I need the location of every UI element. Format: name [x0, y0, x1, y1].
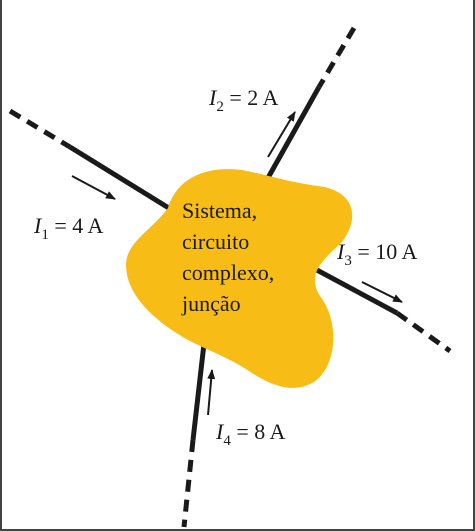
system-label-line-1: Sistema, — [182, 198, 257, 223]
arrow-i1 — [71, 175, 116, 200]
wire-1-solid — [68, 144, 174, 213]
wire-3-solid — [300, 259, 399, 316]
wire-2-dashed — [316, 26, 357, 89]
arrow-i4 — [207, 369, 216, 416]
current-label-i2: I2 = 2 A — [208, 85, 279, 115]
current-label-i1: I1 = 4 A — [33, 213, 104, 243]
wire-2-solid — [261, 85, 322, 187]
wire-group — [8, 26, 452, 528]
system-label-line-2: circuito — [182, 229, 249, 254]
system-blob — [126, 169, 353, 388]
arrow-i3 — [361, 281, 403, 303]
current-label-i3: I3 = 10 A — [336, 239, 418, 269]
arrow-i2 — [267, 111, 296, 158]
arrow-group — [71, 111, 403, 416]
system-label-line-3: complexo, — [182, 260, 274, 285]
system-label-line-4: junção — [181, 291, 241, 316]
current-label-i4: I4 = 8 A — [215, 419, 286, 449]
wire-4-dashed — [181, 439, 196, 528]
wire-1-dashed — [8, 108, 72, 150]
wire-4-solid — [190, 334, 208, 441]
wire-3-dashed — [395, 310, 452, 354]
